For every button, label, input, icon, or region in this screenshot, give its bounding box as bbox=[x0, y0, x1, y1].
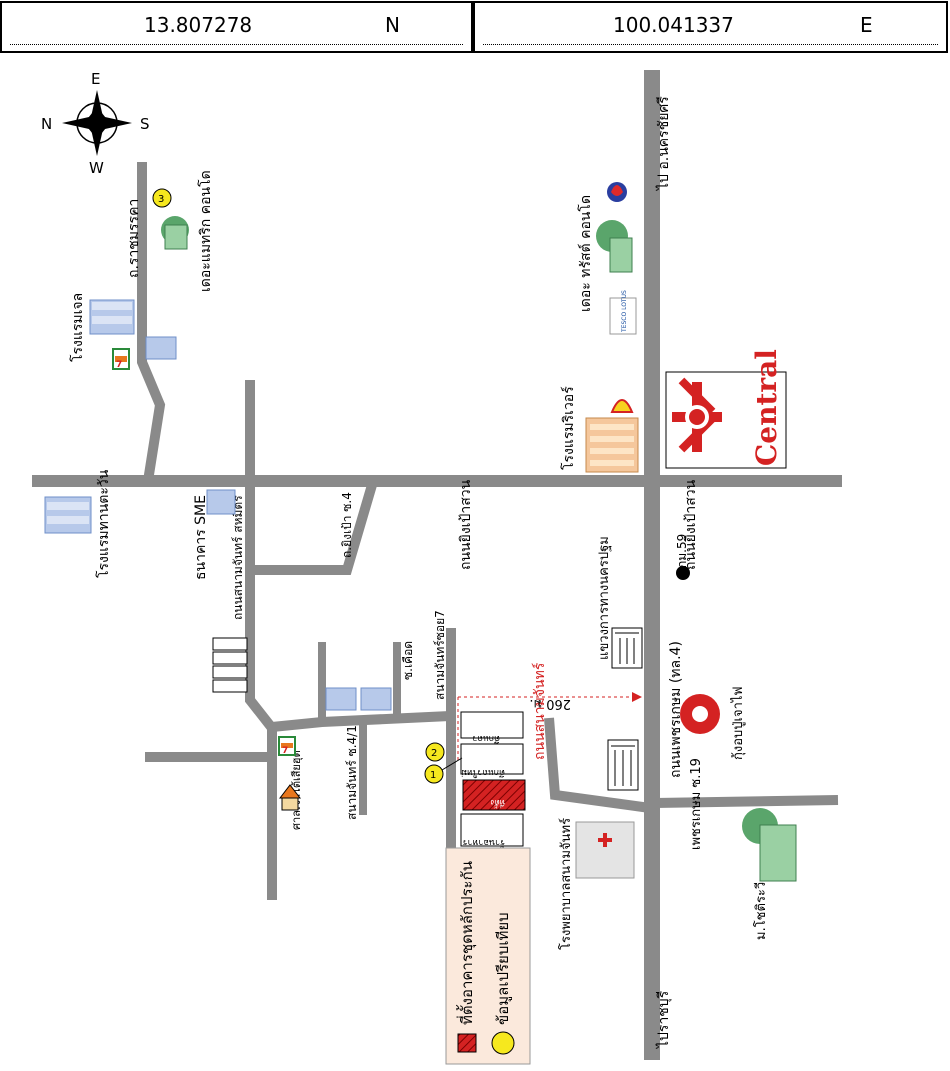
label-to-nakhon-chaisi: ไป อ.นครชัยศรี bbox=[655, 96, 672, 191]
dotted-underline bbox=[483, 44, 938, 45]
label-hospital: โรงพยาบาลสนามจันทร์ bbox=[558, 818, 574, 950]
dotted-underline bbox=[10, 44, 463, 45]
hospital-road bbox=[544, 717, 651, 813]
svg-text:3: 3 bbox=[158, 194, 164, 205]
svg-text:7: 7 bbox=[282, 746, 288, 756]
label-phetkasem-soi19: เพชรเกษม ซ.19 bbox=[689, 758, 704, 850]
label-road-top: ถนนยิงเป้าสวน bbox=[458, 479, 474, 570]
marker-1: 1 bbox=[424, 764, 444, 784]
yingpao-soi4 bbox=[255, 483, 377, 575]
latitude-hemisphere: N bbox=[385, 13, 400, 37]
svg-text:ตึกแถวใหม่: ตึกแถวใหม่ bbox=[461, 767, 505, 778]
hospital-icon bbox=[575, 821, 635, 879]
shophouse-block bbox=[212, 637, 248, 693]
label-kung-pao: กุ้งอบปู่เจาไฟ bbox=[730, 686, 746, 760]
government-building-icon bbox=[611, 627, 643, 669]
km-marker-icon bbox=[676, 566, 690, 580]
tesco-lotus-logo: TESCO LOTUS bbox=[609, 290, 637, 335]
sanam-chan-sahamit-road bbox=[245, 380, 277, 900]
label-distance: 260 ม. bbox=[529, 696, 571, 711]
building-d bbox=[460, 813, 524, 847]
condo-tree-icon bbox=[161, 216, 189, 250]
label-tesco-lotus: TESCO LOTUS bbox=[621, 290, 628, 333]
label-soi-kheud: ซ.เคือด bbox=[401, 641, 415, 680]
label-jail-hotel: โรงแรมเจล bbox=[69, 293, 86, 362]
shell-logo-icon bbox=[610, 399, 634, 413]
latitude-box: 13.807278 N bbox=[0, 1, 473, 53]
map-legend: ที่ตั้งอาคารชุดหลักประกัน ข้อมูลเปรียบเท… bbox=[445, 847, 531, 1065]
legend-swatch-subject bbox=[457, 1033, 477, 1053]
label-road-top-right: ถนนยิงเป้าสวน bbox=[683, 479, 699, 570]
label-central: Central bbox=[750, 349, 783, 466]
legend-item-comparison: ข้อมูลเปรียบเทียบ bbox=[494, 912, 512, 1025]
label-sanam-chan-soi7: สนามจันทร์ซอย7 bbox=[433, 610, 447, 700]
phetkasem-soi19 bbox=[654, 795, 839, 808]
central-logo: Central bbox=[665, 349, 787, 469]
latitude-value: 13.807278 bbox=[144, 13, 253, 37]
marker-2: 2 bbox=[425, 742, 445, 762]
longitude-box: 100.041337 E bbox=[473, 1, 948, 53]
label-the-trust-condo: เดอะ ทรัสต์ คอนโด bbox=[577, 195, 594, 312]
label-sanam-chan-soi4-1: สนามจันทร์ ซ.4/1 bbox=[345, 725, 359, 820]
compass-east: E bbox=[91, 70, 100, 88]
gas-station-icon bbox=[607, 182, 627, 202]
label-sme-bank: ธนาคาร SME bbox=[193, 495, 209, 580]
restaurant-icon bbox=[680, 694, 720, 734]
label-tawan-hotel: โรงแรมทานตะวัน bbox=[95, 469, 112, 578]
distance-indicator: 260 ม. bbox=[457, 692, 642, 760]
building-b bbox=[460, 743, 524, 775]
compass-south: S bbox=[140, 115, 150, 133]
label-sanam-chan-road-red: ถนนสนามจันทร์ bbox=[531, 662, 548, 760]
label-ratchamankha-road: ถ.ราชมรรคา bbox=[126, 199, 142, 278]
svg-text:1: 1 bbox=[430, 770, 436, 781]
svg-text:2: 2 bbox=[431, 748, 437, 759]
building-icon bbox=[145, 336, 177, 360]
building-icon bbox=[44, 496, 92, 534]
compass-north: N bbox=[41, 115, 52, 133]
longitude-hemisphere: E bbox=[860, 13, 873, 37]
subject-property bbox=[462, 779, 526, 811]
river-hotel-icon bbox=[585, 417, 639, 473]
building-a bbox=[460, 711, 524, 739]
label-sanam-chan-road: ถนนสนามจันทร์ สหมิตร bbox=[231, 495, 245, 620]
svg-text:ตึกแถว: ตึกแถว bbox=[472, 733, 500, 744]
label-highways-office: แขวงการทางนครปฐม bbox=[597, 536, 612, 660]
road-network bbox=[32, 70, 842, 1060]
building-icon bbox=[89, 299, 135, 335]
compass-west: W bbox=[89, 159, 104, 177]
property-buildings: ตึกแถว ตึกแถวใหม่ ที่ตั้ง ร้านอาหาร bbox=[460, 711, 526, 848]
ratchamankha-road bbox=[137, 162, 166, 482]
longitude-value: 100.041337 bbox=[613, 13, 734, 37]
building-icon bbox=[206, 489, 236, 515]
condo-tree-icon bbox=[742, 808, 797, 882]
marker-3: 3 bbox=[152, 188, 172, 208]
building-icon bbox=[325, 687, 392, 711]
coordinate-bar: 13.807278 N 100.041337 E bbox=[0, 0, 948, 56]
compass-icon: E N S W bbox=[41, 70, 150, 177]
condo-tree-icon bbox=[596, 220, 633, 273]
label-to-ratchaburi: ไปราชบุรี bbox=[655, 990, 672, 1049]
marker-pointer bbox=[441, 757, 463, 771]
legend-item-subject: ที่ตั้งอาคารชุดหลักประกัน bbox=[456, 861, 477, 1025]
seven-eleven-icon: 7 bbox=[278, 736, 296, 756]
label-phetkasem-road: ถนนเพชรเกษม (ทล.4) bbox=[668, 641, 684, 778]
label-the-matrix-condo: เดอะแมทริก คอนโด bbox=[197, 170, 214, 292]
legend-swatch-comparison bbox=[491, 1031, 515, 1055]
svg-text:ที่ตั้ง: ที่ตั้ง bbox=[491, 798, 505, 809]
label-m-chotirawee: ม.โชติระวี bbox=[753, 882, 769, 940]
label-river-hotel: โรงแรมริเวอร์ bbox=[560, 386, 577, 470]
label-yingpao-soi4: ถ.ยิงเป้า ซ.4 bbox=[340, 492, 354, 558]
svg-text:7: 7 bbox=[116, 360, 122, 370]
shrine-icon bbox=[278, 784, 302, 811]
svg-text:ร้านอาหาร: ร้านอาหาร bbox=[463, 837, 505, 848]
seven-eleven-icon: 7 bbox=[112, 348, 130, 370]
government-building-icon bbox=[607, 739, 639, 791]
location-map: E N S W ไป อ.นครชัยศรี ไปราชบุรี ถนนเพชร… bbox=[32, 70, 842, 1065]
label-km59: กม.59 bbox=[675, 534, 689, 568]
